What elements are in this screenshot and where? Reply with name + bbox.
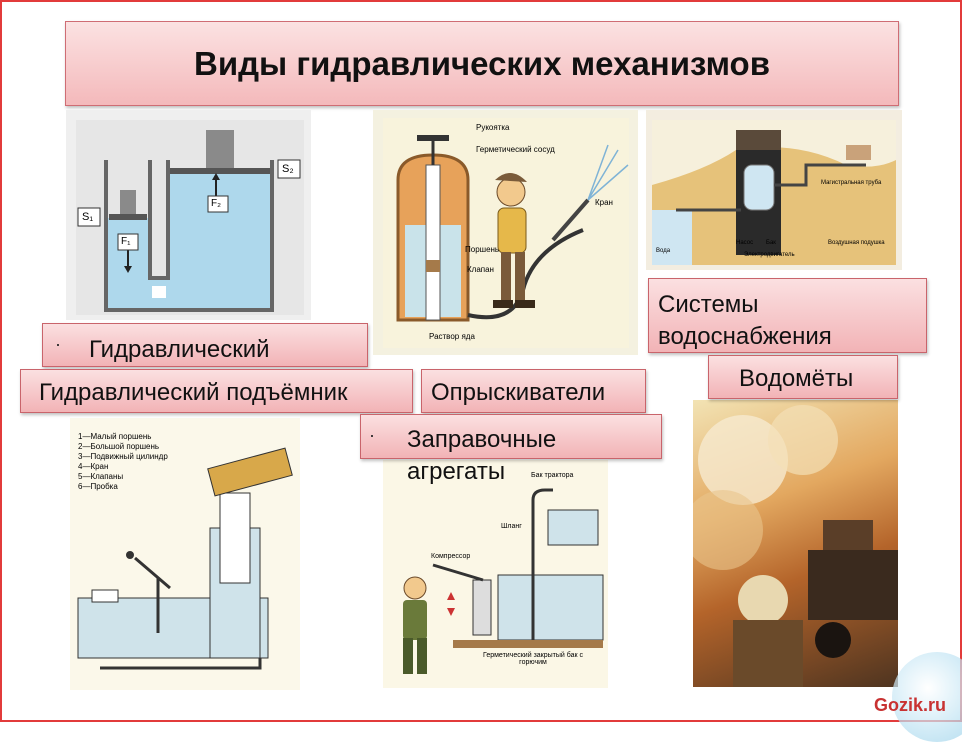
slide-title-box: Виды гидравлических механизмов (65, 21, 899, 106)
lift-legend-item: 1—Малый поршень (78, 432, 152, 441)
label-air-cushion: Воздушная подушка (828, 240, 885, 246)
lift-legend-item: 2—Большой поршень (78, 442, 160, 451)
lift-svg (77, 447, 293, 670)
label-f2: F₂ (211, 198, 221, 209)
refuel-svg (403, 488, 604, 674)
label-tank: Бак (766, 240, 776, 246)
label-hydraulic: · Гидравлический (42, 323, 368, 367)
sprayer-diagram: Рукоятка Герметический сосуд Кран Поршен… (373, 110, 638, 355)
label-motor: Электродвигатель (744, 252, 795, 258)
label-water-cannons-text: Водомёты (739, 365, 854, 392)
label-water: Вода (656, 248, 671, 254)
sprayer-svg (383, 118, 629, 348)
label-sprayers-text: Опрыскиватели (431, 379, 606, 406)
label-pump: Насос (736, 240, 754, 246)
slide-frame (0, 0, 962, 722)
lift-legend-item: 4—Кран (78, 462, 109, 471)
bullet-icon: · (55, 334, 61, 354)
lift-legend-item: 5—Клапаны (78, 472, 124, 481)
bullet-icon: · (369, 425, 375, 445)
hydraulic-lift-diagram: 1—Малый поршень 2—Большой поршень 3—Подв… (70, 418, 300, 690)
hydraulic-press-diagram: S₁ S₂ F₁ F₂ (66, 110, 311, 320)
lift-legend-item: 3—Подвижный цилиндр (78, 452, 168, 461)
water-cannon-svg (693, 405, 898, 687)
slide-title: Виды гидравлических механизмов (193, 44, 771, 82)
label-valve: Клапан (467, 265, 494, 274)
refueling-diagram: Бак трактора Шланг Компрессор Герметичес… (383, 460, 608, 688)
label-piston: Поршень (465, 245, 500, 254)
label-refueling-text: Заправочные агрегаты (407, 426, 557, 485)
label-solution: Раствор яда (429, 332, 475, 341)
water-supply-svg (652, 120, 896, 265)
label-water-supply: Системы водоснабжения (648, 278, 927, 353)
label-tractor-tank: Бак трактора (531, 472, 574, 479)
label-handle: Рукоятка (476, 123, 510, 132)
label-water-cannons: Водомёты (708, 355, 898, 399)
label-vessel: Герметический сосуд (476, 145, 555, 154)
label-refueling: · Заправочные агрегаты (360, 414, 662, 485)
label-compressor: Компрессор (431, 553, 471, 560)
label-sprayers: Опрыскиватели (421, 369, 646, 413)
label-water-supply-text: Системы водоснабжения (658, 291, 832, 350)
lift-legend-item: 6—Пробка (78, 482, 118, 491)
water-cannon-photo (693, 400, 898, 687)
watermark: Gozik.ru (873, 695, 946, 715)
label-sealed-tank: Герметический закрытый бак с горючим (483, 652, 583, 666)
label-lift-text: Гидравлический подъёмник (39, 379, 348, 406)
label-s1: S₁ (82, 211, 94, 223)
label-f1: F₁ (121, 236, 131, 247)
label-hydraulic-text: Гидравлический (89, 336, 270, 363)
label-lift: Гидравлический подъёмник (20, 369, 413, 413)
label-s2: S₂ (282, 163, 294, 175)
water-supply-diagram: Вода Насос Бак Электродвигатель Магистра… (646, 110, 902, 270)
label-hose: Шланг (501, 523, 522, 530)
label-tap: Кран (595, 198, 613, 207)
label-main-pipe: Магистральная труба (821, 180, 882, 186)
press-svg (76, 120, 304, 315)
lift-legend: 1—Малый поршень 2—Большой поршень 3—Подв… (78, 432, 168, 492)
